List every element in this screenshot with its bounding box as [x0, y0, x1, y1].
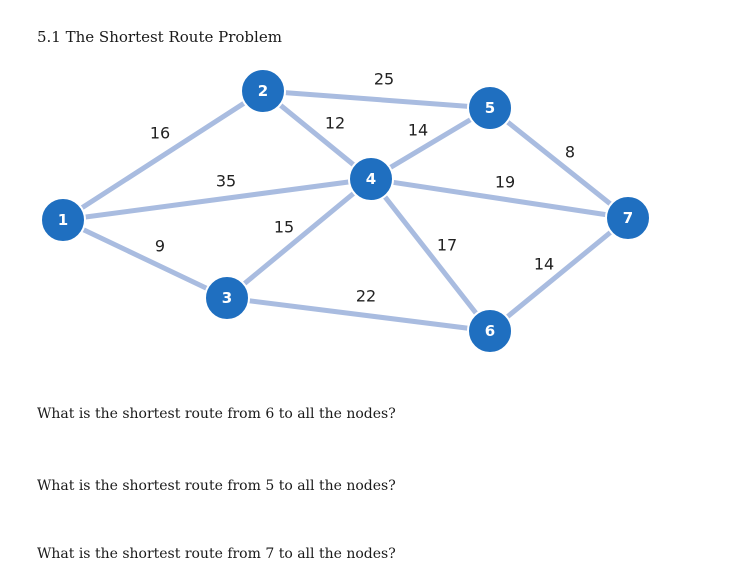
node-label-2: 2: [258, 82, 268, 100]
edge-1-4: [60, 176, 374, 223]
edge-weight-5-7: 8: [565, 143, 575, 162]
edge-2-4: [260, 88, 374, 182]
edge-3-4: [224, 176, 374, 301]
question-route-from-7: What is the shortest route from 7 to all…: [37, 546, 396, 562]
edge-1-3: [60, 217, 230, 301]
node-label-5: 5: [485, 99, 495, 117]
edge-weight-6-7: 14: [534, 255, 554, 274]
edge-weight-4-6: 17: [437, 236, 457, 255]
node-label-4: 4: [366, 170, 376, 188]
node-circle-4: [348, 156, 394, 202]
edge-2-5: [260, 88, 493, 111]
page-title: 5.1 The Shortest Route Problem: [37, 28, 282, 46]
edge-4-5: [368, 105, 493, 182]
edge-weight-1-3: 9: [155, 237, 165, 256]
node-circle-6: [467, 308, 513, 354]
edge-weight-4-5: 14: [408, 121, 428, 140]
edge-1-2: [60, 88, 266, 223]
edge-4-7: [368, 176, 631, 221]
edge-weight-3-4: 15: [274, 218, 294, 237]
node-circle-7: [605, 195, 651, 241]
edges-layer: [60, 88, 631, 334]
node-1: 1: [40, 197, 86, 243]
node-4: 4: [348, 156, 394, 202]
question-route-from-6: What is the shortest route from 6 to all…: [37, 406, 396, 422]
edge-weight-4-7: 19: [495, 173, 515, 192]
node-label-6: 6: [485, 322, 495, 340]
edge-weight-1-2: 16: [150, 124, 170, 143]
edge-3-6: [224, 295, 493, 334]
node-circle-3: [204, 275, 250, 321]
edge-weight-2-4: 12: [325, 114, 345, 133]
node-5: 5: [467, 85, 513, 131]
node-3: 3: [204, 275, 250, 321]
edge-weight-1-4: 35: [216, 172, 236, 191]
edge-weight-3-6: 22: [356, 287, 376, 306]
node-6: 6: [467, 308, 513, 354]
node-label-1: 1: [58, 211, 68, 229]
edge-5-7: [487, 105, 631, 221]
edge-6-7: [487, 215, 631, 334]
node-2: 2: [240, 68, 286, 114]
edge-weight-2-5: 25: [374, 70, 394, 89]
node-circle-5: [467, 85, 513, 131]
question-route-from-5: What is the shortest route from 5 to all…: [37, 478, 396, 494]
node-label-7: 7: [623, 209, 633, 227]
node-circle-1: [40, 197, 86, 243]
edge-4-6: [368, 176, 493, 334]
node-circle-2: [240, 68, 286, 114]
node-label-3: 3: [222, 289, 232, 307]
node-7: 7: [605, 195, 651, 241]
